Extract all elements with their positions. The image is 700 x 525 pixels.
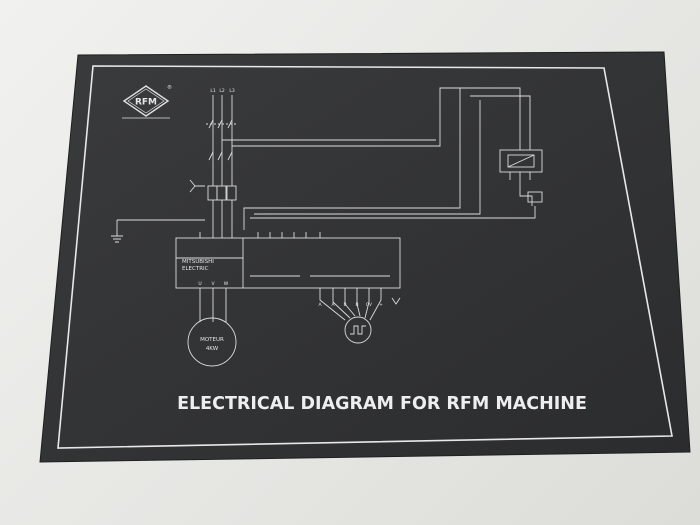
- motor-power: 4KW: [206, 346, 219, 352]
- coil: [527, 191, 543, 203]
- logo-registered-mark: ®: [167, 84, 172, 91]
- encoder-terminal-plus: +: [379, 302, 383, 308]
- diagram-title: ELECTRICAL DIAGRAM FOR RFM MACHINE: [177, 394, 587, 414]
- motor-circle: [187, 317, 237, 367]
- encoder-terminal-0v: 0V: [366, 302, 373, 308]
- vfd-output-u: U: [198, 281, 201, 287]
- encoder-terminal-b2: B: [355, 302, 358, 308]
- terminal-labels: L1 L2 L3 MITSUBISHI ELECTRIC U V W MOTEU…: [182, 88, 383, 352]
- rfm-logo: RFM ®: [122, 84, 172, 119]
- logo-text: RFM: [135, 98, 157, 108]
- vfd-output-w: W: [224, 281, 229, 287]
- fuse-2: [216, 185, 227, 201]
- plate: [39, 51, 691, 463]
- vfd-brand-line1: MITSUBISHI: [182, 259, 214, 265]
- vfd-output-v: V: [211, 281, 215, 287]
- supply-label-l3: L3: [229, 88, 235, 94]
- supply-label-l2: L2: [219, 88, 225, 94]
- encoder-terminal-a1: A: [318, 302, 322, 308]
- encoder-circle: [344, 316, 372, 344]
- fuse-3: [226, 185, 237, 201]
- encoder-terminal-b1: B: [343, 302, 346, 308]
- control-relay: [499, 149, 543, 173]
- plate-border: [57, 65, 673, 449]
- motor-label: MOTEUR: [200, 337, 224, 343]
- wiring: [111, 87, 543, 367]
- vfd-box: [175, 237, 401, 289]
- vfd-brand-line2: ELECTRIC: [182, 266, 209, 272]
- supply-label-l1: L1: [210, 88, 216, 94]
- encoder-terminal-a2: A: [331, 302, 335, 308]
